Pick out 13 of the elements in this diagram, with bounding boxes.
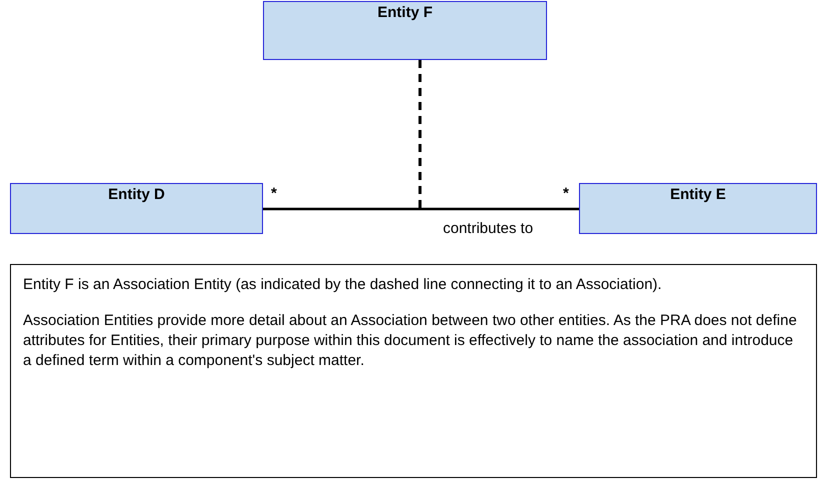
entity-name: Entity F [378,4,432,21]
entity-name: Entity D [108,186,165,203]
association-line [263,208,579,210]
multiplicity-label: * [563,186,569,202]
note-box [10,264,817,478]
note-paragraph: Association Entities provide more detail about an Association between two other entities. As the PRA does not define attributes for Entities, their primary purpose within this document is effectively to name the association and introduce a defined term within a component's subject matter. [23,311,798,371]
entity-box [263,1,547,60]
entity-name: Entity E [670,186,726,203]
dashed-line [418,60,422,208]
entity-box [10,183,263,234]
multiplicity-label: * [271,186,277,202]
note-paragraph: Entity F is an Association Entity (as indicated by the dashed line connecting it to an Association). [23,275,663,295]
entity-box [579,183,817,234]
